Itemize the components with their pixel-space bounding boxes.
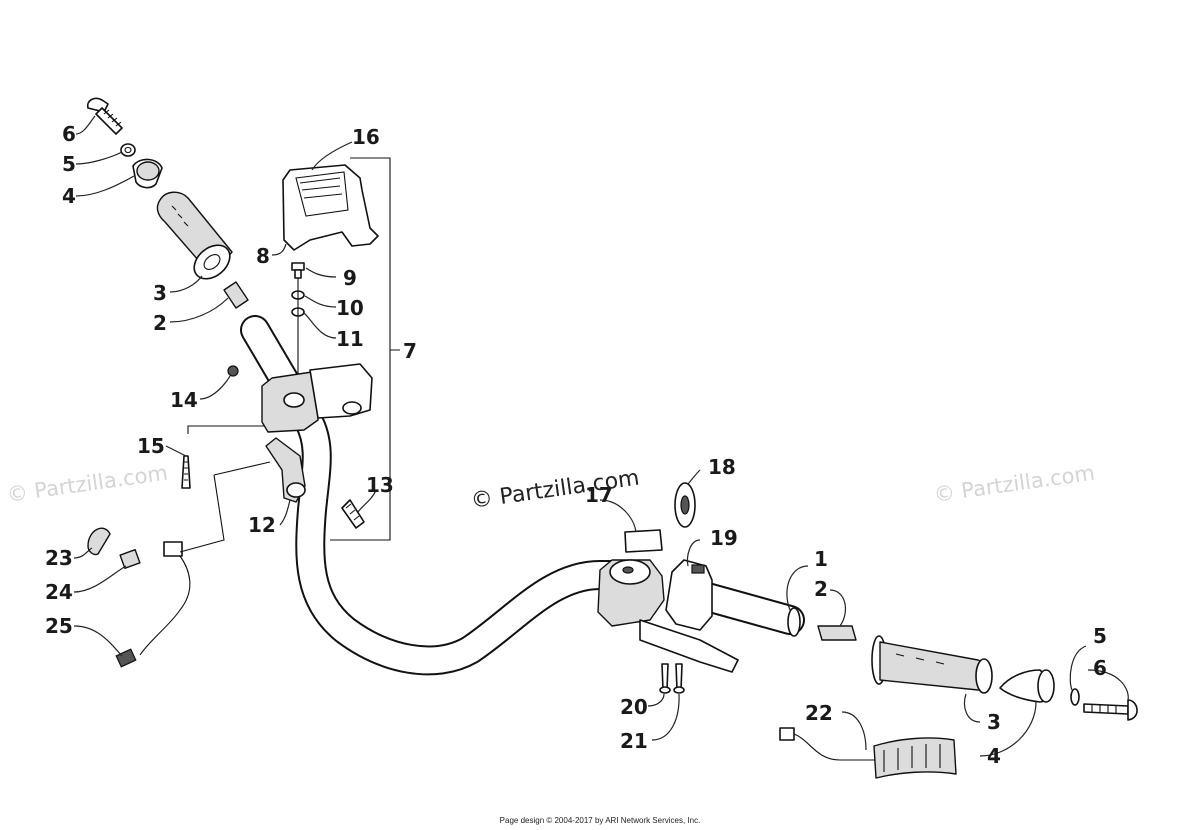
callout-2-right: 2 xyxy=(814,577,828,601)
screw-13 xyxy=(341,499,365,529)
left-bolt-6 xyxy=(86,97,123,135)
switch-housing-body xyxy=(261,363,373,433)
callout-17: 17 xyxy=(585,483,613,507)
pad-24 xyxy=(119,548,141,570)
right-grip-3 xyxy=(871,635,993,694)
callout-3-left: 3 xyxy=(153,281,167,305)
right-bolt-6 xyxy=(1083,699,1138,721)
watermark-main: © Partzilla.com xyxy=(469,466,641,514)
callout-9: 9 xyxy=(343,266,357,290)
right-insert-2 xyxy=(817,625,857,641)
left-bar-end-4 xyxy=(132,158,163,189)
watermark-right: © Partzilla.com xyxy=(932,461,1096,507)
screw-9 xyxy=(291,262,305,279)
callout-16: 16 xyxy=(352,125,380,149)
boot-23 xyxy=(87,527,111,556)
nut-14 xyxy=(227,365,239,377)
callout-22: 22 xyxy=(805,701,833,725)
callout-1: 1 xyxy=(814,547,828,571)
callout-3-right: 3 xyxy=(987,710,1001,734)
callout-13: 13 xyxy=(366,473,394,497)
callout-8: 8 xyxy=(256,244,270,268)
callout-20: 20 xyxy=(620,695,648,719)
throttle-sensor-harness-25 xyxy=(115,541,191,668)
switch-housing-cover-16 xyxy=(282,164,379,251)
left-washer-5 xyxy=(120,143,136,157)
callout-2-left: 2 xyxy=(153,311,167,335)
right-bar-end-4 xyxy=(999,669,1055,703)
footer-copyright: Page design © 2004-2017 by ARI Network S… xyxy=(499,816,701,825)
handlebar-end xyxy=(787,607,801,637)
right-washer-5 xyxy=(1070,688,1080,706)
callout-19: 19 xyxy=(710,526,738,550)
callout-4-right: 4 xyxy=(987,744,1001,768)
callout-7: 7 xyxy=(403,339,417,363)
callout-6-left: 6 xyxy=(62,122,76,146)
throttle-lever-12 xyxy=(265,437,306,503)
washer-18 xyxy=(674,482,696,528)
callout-21: 21 xyxy=(620,729,648,753)
callout-23: 23 xyxy=(45,546,73,570)
screw-15 xyxy=(181,455,191,489)
handlebar xyxy=(240,315,805,676)
callout-11: 11 xyxy=(336,327,364,351)
callout-14: 14 xyxy=(170,388,198,412)
heater-element-22 xyxy=(779,727,957,779)
brake-lever-assembly xyxy=(597,559,739,673)
callout-4-left: 4 xyxy=(62,184,76,208)
label-17 xyxy=(624,529,663,553)
callout-18: 18 xyxy=(708,455,736,479)
callout-5-left: 5 xyxy=(62,152,76,176)
left-insert-2 xyxy=(223,281,249,309)
watermark-left: © Partzilla.com xyxy=(5,461,169,507)
callout-25: 25 xyxy=(45,614,73,638)
left-grip-3 xyxy=(156,191,233,280)
screw-20 xyxy=(659,663,671,694)
callout-10: 10 xyxy=(336,296,364,320)
switch-19 xyxy=(665,559,713,631)
callout-12: 12 xyxy=(248,513,276,537)
callout-5-right: 5 xyxy=(1093,624,1107,648)
leader-lines xyxy=(73,115,1129,757)
screw-21 xyxy=(673,663,685,694)
callout-15: 15 xyxy=(137,434,165,458)
callout-6-right: 6 xyxy=(1093,656,1107,680)
callout-24: 24 xyxy=(45,580,73,604)
